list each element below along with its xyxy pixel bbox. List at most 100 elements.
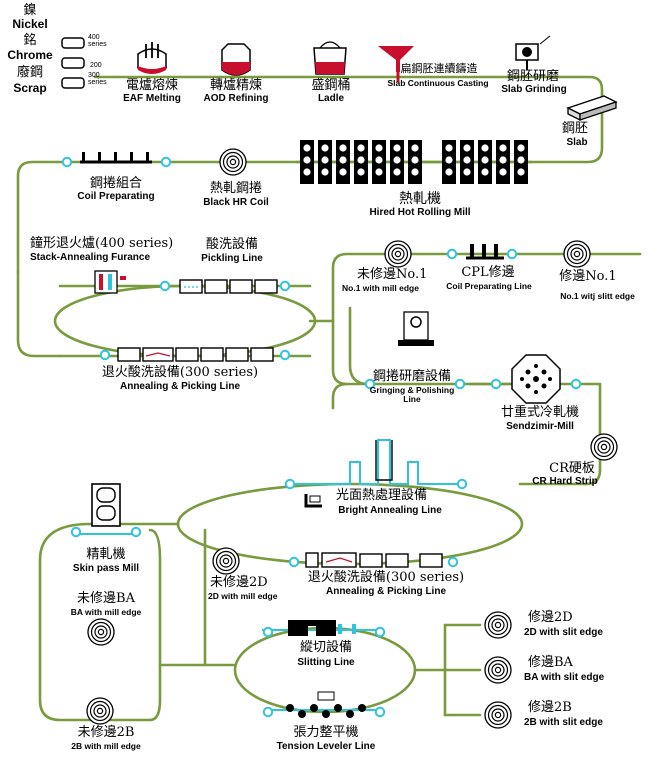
bright-anneal-label-en: Bright Annealing Line <box>338 505 442 516</box>
cpl-label-zh: CPL修邊 <box>461 265 515 280</box>
cpl-label-en: Coil Preparating Line <box>446 281 532 291</box>
eaf-label-zh: 電爐熔煉 <box>125 78 178 93</box>
roller <box>288 556 300 568</box>
aod-label-zh: 轉爐精煉 <box>209 78 262 93</box>
coil-icon <box>590 433 618 461</box>
coil-icon <box>484 701 512 729</box>
sendzimir-icon <box>511 354 561 404</box>
ap-line-1-label-en: Annealing & Picking Line <box>119 381 240 392</box>
slit-ba-label-zh: 修邊BA <box>528 655 573 670</box>
coil-prep-label-en: Coil Preparating <box>77 191 155 202</box>
eaf-label-en: EAF Melting <box>123 93 181 104</box>
rolling-stand-icon <box>296 140 532 184</box>
coil-icon <box>384 240 412 268</box>
tank-icon <box>305 552 443 568</box>
coil-icon <box>563 240 591 268</box>
slitter-icon <box>262 620 384 636</box>
furnace-icon <box>137 42 167 74</box>
no1-slit-label-en: No.1 witj slitt edge <box>560 291 635 301</box>
coil-icon <box>212 547 240 575</box>
leveler-icon <box>268 691 384 718</box>
slab-icon <box>566 95 618 122</box>
no1-mill-label-en: No.1 with mill edge <box>342 283 419 293</box>
coil-icon <box>219 148 247 176</box>
grinder-icon <box>515 35 551 70</box>
roller <box>446 248 458 260</box>
hot-rolling-label-en: Hired Hot Rolling Mill <box>369 207 471 218</box>
slab-grinding-label-en: Slab Grinding <box>501 84 567 95</box>
converter-icon <box>221 43 251 76</box>
rolls-icon <box>76 483 136 535</box>
roller <box>130 526 142 538</box>
series-300-label: 300 series <box>88 72 107 87</box>
cr-hard-label-zh: CR硬板 <box>549 461 595 476</box>
ap-line-1-label-zh: 退火酸洗設備(300 series) <box>101 365 259 380</box>
roller <box>490 378 502 390</box>
black-coil-label-en: Black HR Coil <box>203 197 269 208</box>
tank-icon <box>117 347 274 362</box>
ladle-label-zh: 盛鋼桶 <box>311 78 351 93</box>
slit-2d-label-zh: 修邊2D <box>528 610 573 625</box>
coil-icon <box>484 656 512 684</box>
roller <box>70 526 82 538</box>
pickling-label-en: Pickling Line <box>201 253 263 264</box>
mill-2b-label-en: 2B with mill edge <box>71 741 141 751</box>
chrome-label-en: Chrome <box>7 48 53 62</box>
roller <box>570 378 582 390</box>
roller <box>284 478 296 490</box>
coil-icon <box>484 611 512 639</box>
ladle-icon <box>313 41 347 75</box>
coil-prep-label-zh: 鋼捲組合 <box>89 176 142 191</box>
stack-anneal-label-en: Stack-Annealing Furance <box>30 252 151 263</box>
roller <box>279 280 291 292</box>
nickel-label-zh: 鎳 <box>23 3 37 18</box>
sendzimir-label-zh: 廿重式冷軋機 <box>500 405 579 420</box>
coil-icon <box>87 618 115 646</box>
aod-label-en: AOD Refining <box>203 93 269 104</box>
pickling-label-zh: 酸洗設備 <box>205 237 258 252</box>
ladle-label-en: Ladle <box>317 93 345 104</box>
ap-line-2-label-zh: 退火酸洗設備(300 series) <box>307 570 465 585</box>
ba-mill-label-en: BA with mill edge <box>70 607 142 617</box>
roller <box>61 156 73 168</box>
scrap-label-zh: 廢鋼 <box>16 65 43 80</box>
skin-pass-label-en: Skin pass Mill <box>72 563 140 574</box>
tundish-icon <box>378 46 414 82</box>
cr-hard-label-en: CR Hard Strip <box>532 476 598 487</box>
slab-label-zh: 鋼胚 <box>561 121 588 136</box>
comb-icon <box>466 244 504 260</box>
grinding-pol-label-zh: 鋼捲研磨設備 <box>372 369 451 384</box>
casting-label-en: Slab Continuous Casting <box>387 78 489 88</box>
roller <box>99 349 111 361</box>
scrap-label-en: Scrap <box>13 81 47 95</box>
slit-2b-label-en: 2B with slit edge <box>524 717 603 728</box>
bell-furnace-icon <box>94 270 126 294</box>
grinder-icon <box>398 311 434 346</box>
ap-line-2-label-en: Annealing & Picking Line <box>325 586 446 597</box>
hot-rolling-label-zh: 熱軋機 <box>399 191 441 207</box>
coil-icon <box>86 697 114 725</box>
series-400-label: 400 series <box>88 34 107 49</box>
no1-slit-label-zh: 修邊No.1 <box>559 269 617 284</box>
mill-2d-label-en: 2D with mill edge <box>208 591 278 601</box>
roller <box>506 248 518 260</box>
slit-2b-label-zh: 修邊2B <box>528 700 572 715</box>
roller <box>262 706 274 718</box>
comb-icon <box>80 152 152 164</box>
grinding-pol-label-en: Gringing & Polishing Line <box>369 385 455 404</box>
series-200-label: 200 <box>90 62 102 69</box>
bright-anneal-label-zh: 光面熱處理設備 <box>336 488 428 503</box>
slab-label-en: Slab <box>566 137 588 148</box>
no1-mill-label-zh: 未修邊No.1 <box>357 267 428 282</box>
mill-2b-label-zh: 未修邊2B <box>77 725 135 740</box>
roller <box>160 156 172 168</box>
roller <box>447 556 459 568</box>
slit-2d-label-en: 2D with slit edge <box>524 627 603 638</box>
tension-leveler-label-zh: 張力整平機 <box>293 725 359 740</box>
chrome-label-zh: 銘 <box>23 33 37 48</box>
mill-2d-label-zh: 未修邊2D <box>210 575 268 590</box>
roller <box>279 349 291 361</box>
sendzimir-label-en: Sendzimir-Mill <box>506 421 574 432</box>
slit-ba-label-en: BA with slit edge <box>524 672 605 683</box>
